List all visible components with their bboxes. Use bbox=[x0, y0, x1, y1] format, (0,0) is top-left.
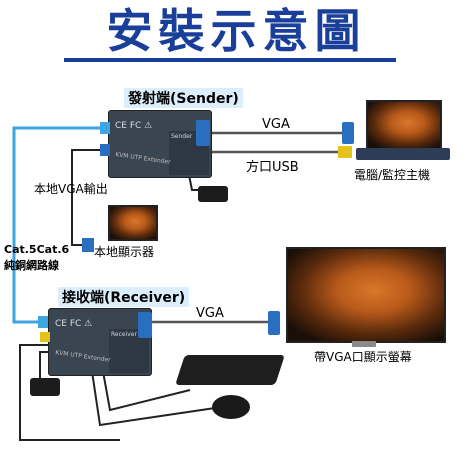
sender-vga-connector bbox=[196, 120, 210, 146]
receiver-usb-plug bbox=[40, 332, 50, 342]
remote-display-screen bbox=[286, 247, 446, 343]
mouse-cable bbox=[89, 357, 216, 427]
local-vga-out-label: 本地VGA輸出 bbox=[34, 182, 108, 196]
vga-bottom-label: VGA bbox=[196, 306, 224, 321]
cat-cable-label-1: Cat.5Cat.6 bbox=[4, 243, 70, 256]
sender-marks: CE FC ⚠ bbox=[115, 121, 153, 131]
sender-device-text: KVM UTP Extender bbox=[114, 151, 172, 166]
receiver-marks: CE FC ⚠ bbox=[55, 319, 93, 329]
local-vga-cable bbox=[71, 149, 108, 246]
local-display-label: 本地顯示器 bbox=[94, 245, 155, 259]
remote-display-label: 帶VGA口顯示螢幕 bbox=[314, 350, 412, 364]
receiver-device-text: KVM UTP Extender bbox=[54, 349, 112, 364]
sender-rj45-plug bbox=[100, 122, 110, 134]
remote-display-stand bbox=[352, 341, 376, 347]
page-title: 安裝示意圖 bbox=[106, 4, 367, 58]
receiver-power-adapter bbox=[30, 378, 60, 396]
pc-screen bbox=[366, 100, 442, 150]
receiver-port-label: Receiver bbox=[111, 331, 137, 338]
receiver-device: CE FC ⚠ Receiver KVM UTP Extender bbox=[48, 308, 152, 376]
local-display-screen bbox=[108, 205, 158, 241]
pc-label: 電腦/監控主機 bbox=[354, 168, 431, 182]
sender-local-vga-plug bbox=[100, 144, 110, 156]
pc-keyboard-base bbox=[356, 148, 450, 160]
usb-label: 方口USB bbox=[246, 160, 299, 175]
local-display-vga-plug bbox=[82, 238, 94, 252]
cat-cable-label-2: 純銅網路線 bbox=[4, 259, 59, 272]
vga-top-label: VGA bbox=[262, 117, 290, 132]
keyboard bbox=[175, 355, 285, 385]
sender-power-adapter bbox=[198, 186, 228, 202]
receiver-vga-connector bbox=[138, 312, 152, 338]
pc-usb-plug bbox=[338, 146, 352, 158]
pc-vga-connector bbox=[342, 122, 354, 144]
sender-label: 發射端(Sender) bbox=[124, 88, 243, 108]
receiver-rj45-plug bbox=[38, 316, 48, 328]
title-underline bbox=[64, 58, 396, 62]
cat-cable bbox=[12, 126, 104, 324]
remote-display-vga-plug bbox=[268, 311, 280, 335]
sender-port-label: Sender bbox=[171, 133, 193, 140]
receiver-power-cable bbox=[19, 344, 120, 441]
receiver-label: 接收端(Receiver) bbox=[58, 287, 190, 307]
mouse bbox=[212, 395, 250, 419]
